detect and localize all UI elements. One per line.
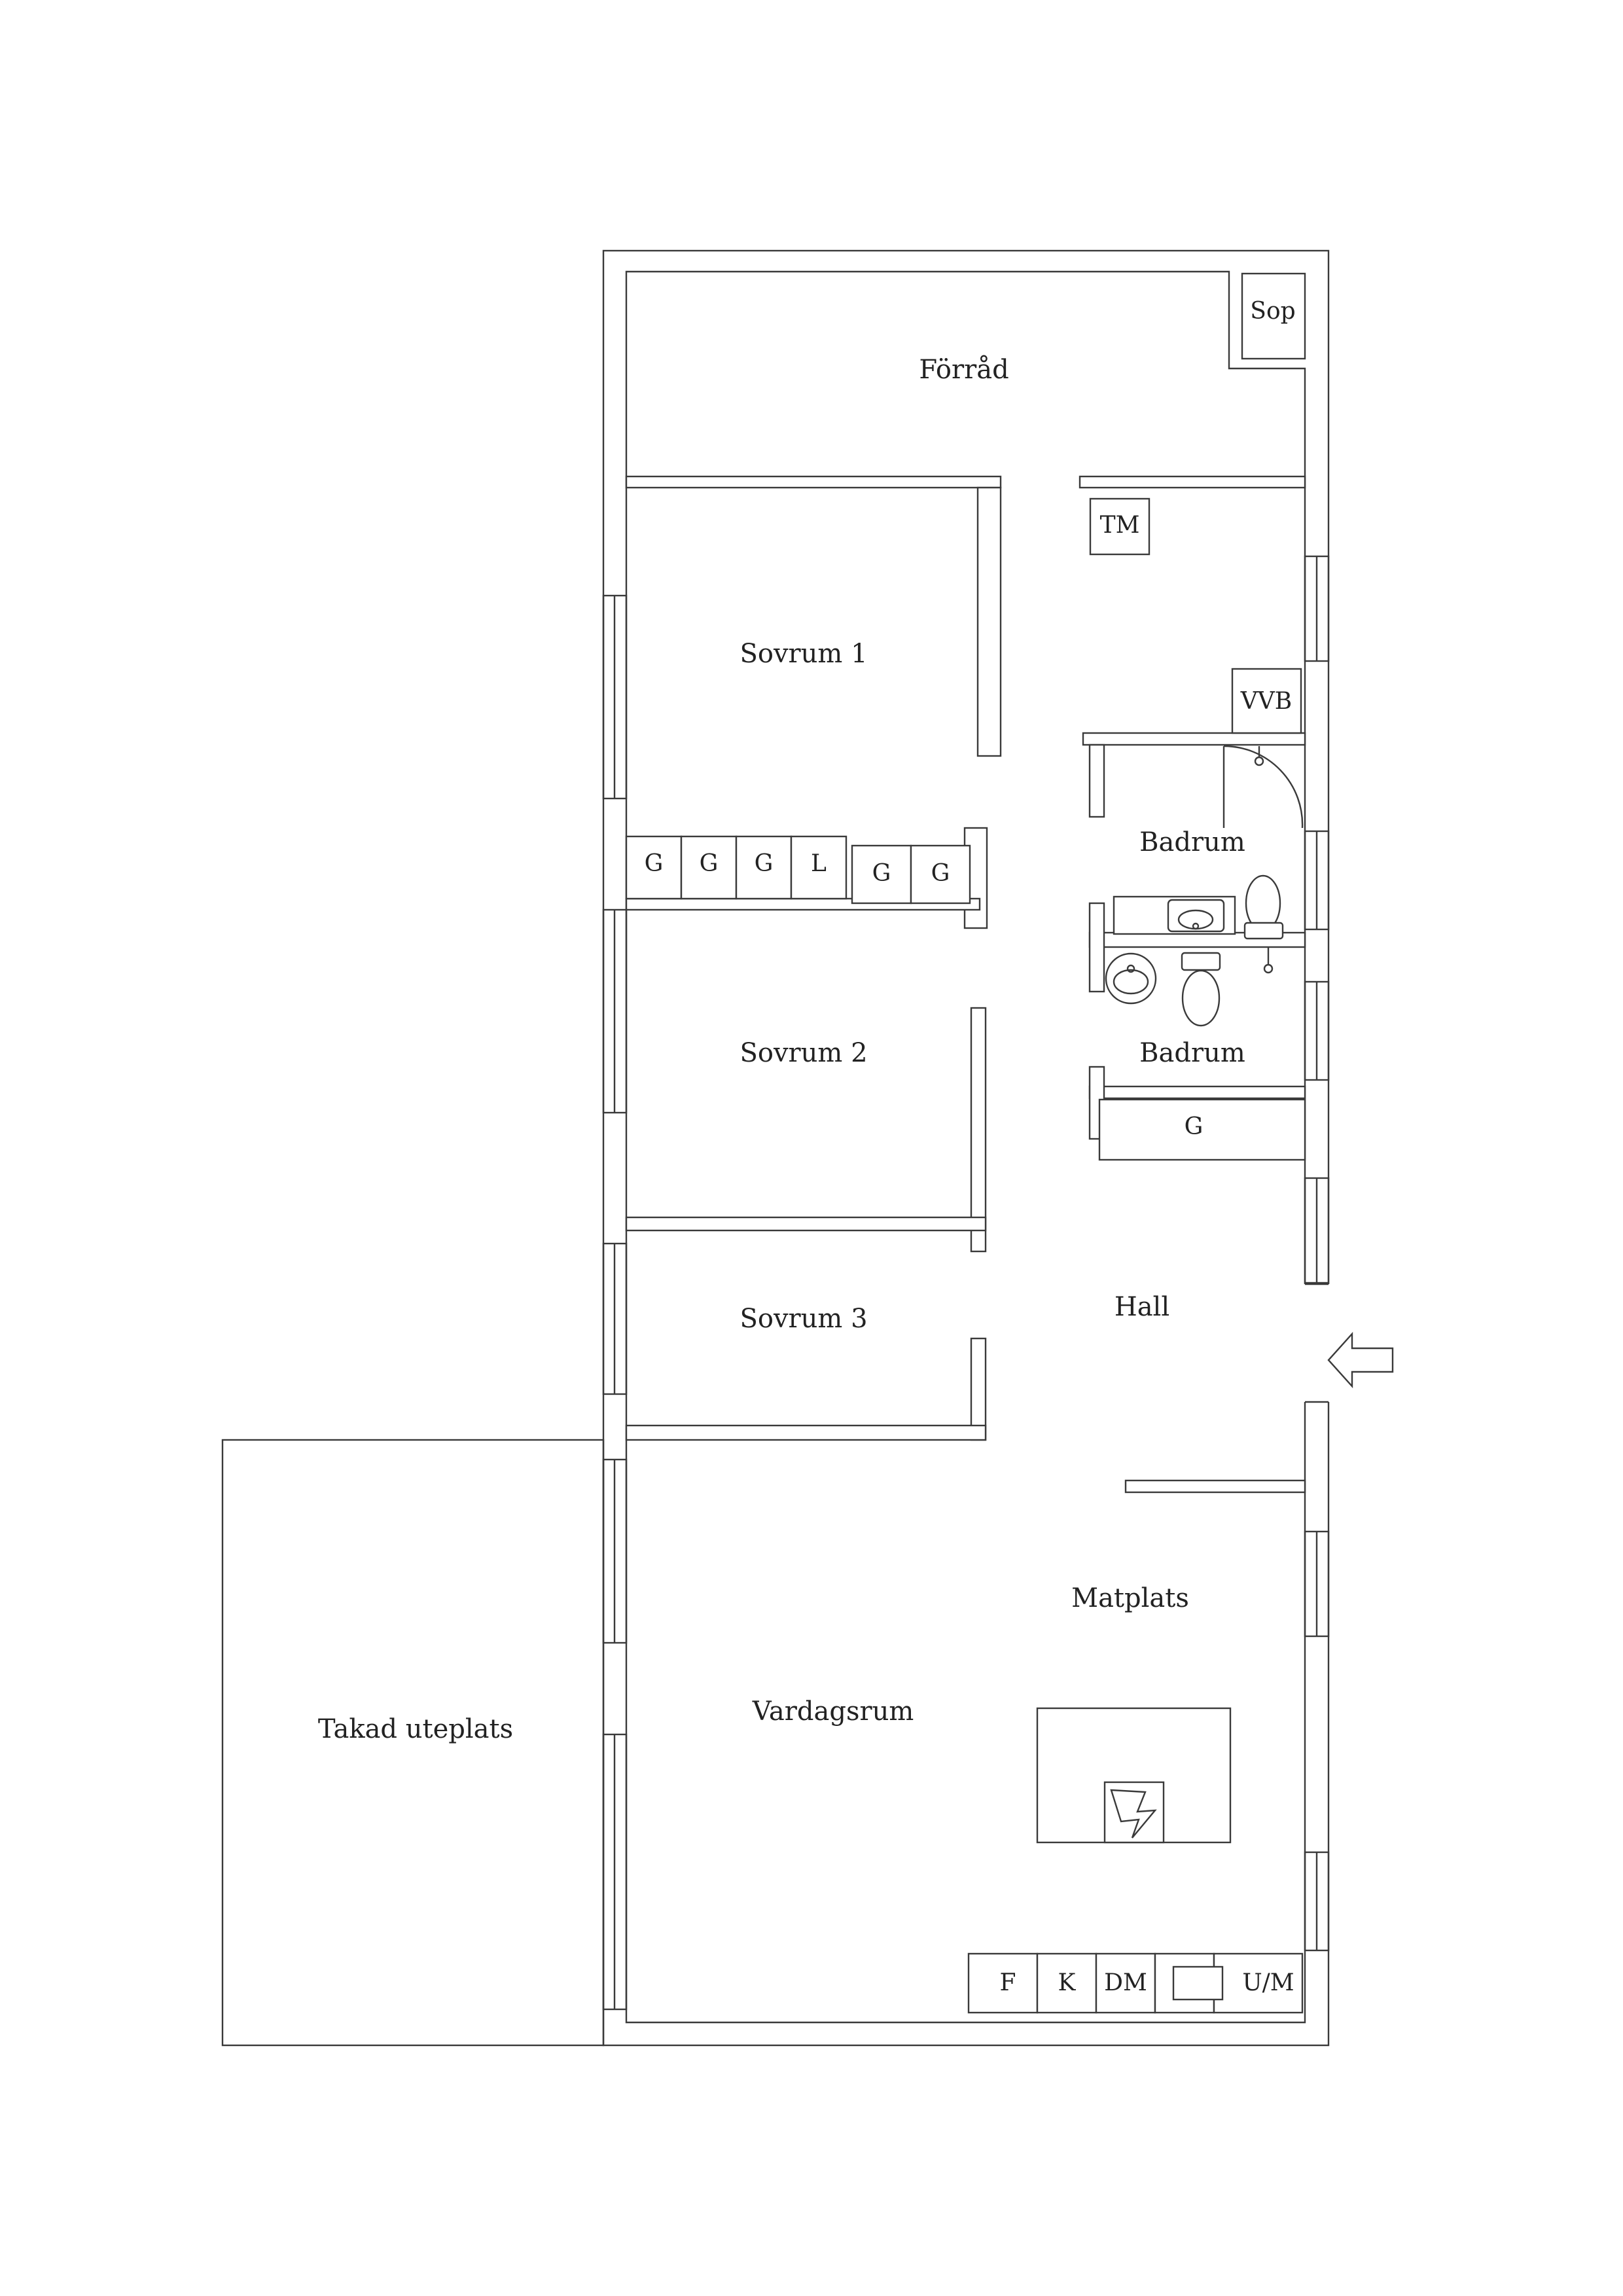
room-label-vvb: VVB (1240, 688, 1292, 715)
room-label-sovrum3: Sovrum 3 (740, 1304, 867, 1334)
closet-label-6: G (931, 860, 950, 887)
wall-storage-bedrooms (625, 475, 1002, 489)
bath2-shower-icon (1263, 947, 1274, 974)
closet-label-hall: G (1185, 1113, 1204, 1140)
bath1-toilet-icon (1243, 874, 1284, 940)
outer-wall-inner (625, 270, 1306, 2024)
sovrum3-right-wall (970, 1337, 987, 1441)
vvb-box (1231, 668, 1302, 734)
windows-left (602, 594, 628, 2011)
closet-label-4: L (811, 850, 827, 877)
room-label-uteplats: Takad uteplats (318, 1714, 513, 1744)
hall-living-wall (1124, 1479, 1306, 1494)
sop-box (1241, 272, 1306, 360)
closet-label-2: G (700, 850, 719, 877)
kitchen-label-fridge: F (1000, 1969, 1016, 1996)
entrance-arrow-icon (1327, 1331, 1394, 1389)
bath-left-wall-2 (1088, 902, 1105, 993)
room-label-badrum2: Badrum (1139, 1038, 1245, 1068)
wall-storage-bathroom (1079, 475, 1306, 489)
room-label-tm: TM (1100, 512, 1140, 539)
windows-right (1304, 555, 1330, 1952)
entrance-gap (1304, 1284, 1330, 1402)
bath1-shower-icon (1254, 746, 1264, 766)
sovrum2-bottom-wall (625, 1216, 987, 1232)
kitchen-label-freezer: K (1058, 1969, 1077, 1996)
sovrum3-bottom-wall (625, 1424, 987, 1441)
room-label-hall: Hall (1115, 1292, 1169, 1322)
closet-label-1: G (645, 850, 664, 877)
sovrum1-right-wall (976, 486, 1002, 757)
room-label-badrum1: Badrum (1139, 827, 1245, 857)
stove-icon (1110, 1789, 1157, 1839)
kitchen-counter (967, 1952, 1304, 2014)
kitchen-label-dishwasher: DM (1104, 1969, 1147, 1996)
sovrum2-right-wall (970, 1007, 987, 1253)
bath1-door-swing (1223, 745, 1304, 829)
tm-box (1089, 497, 1150, 556)
closet-label-5: G (872, 860, 891, 887)
outer-wall-outer (602, 249, 1330, 2047)
room-label-vardagsrum: Vardagsrum (752, 1696, 914, 1727)
sink-icon (1172, 1965, 1224, 2001)
bath2-toilet-icon (1181, 952, 1221, 1027)
bath-bottom-wall (1088, 1085, 1306, 1100)
bath-left-wall-1 (1088, 744, 1105, 818)
closet-row (625, 835, 971, 905)
bath1-sink-icon (1167, 899, 1225, 933)
hall-closet-box (1098, 1098, 1306, 1161)
room-label-sovrum1: Sovrum 1 (740, 639, 867, 669)
closet-label-3: G (755, 850, 774, 877)
room-label-sop: Sop (1250, 298, 1295, 325)
room-label-forrad: Förråd (919, 355, 1008, 385)
bath2-sink-icon (1105, 952, 1157, 1005)
bath-top-wall (1082, 732, 1306, 746)
room-label-sovrum2: Sovrum 2 (740, 1038, 867, 1068)
room-label-matplats: Matplats (1071, 1583, 1189, 1613)
kitchen-label-oven: U/M (1242, 1969, 1294, 1996)
